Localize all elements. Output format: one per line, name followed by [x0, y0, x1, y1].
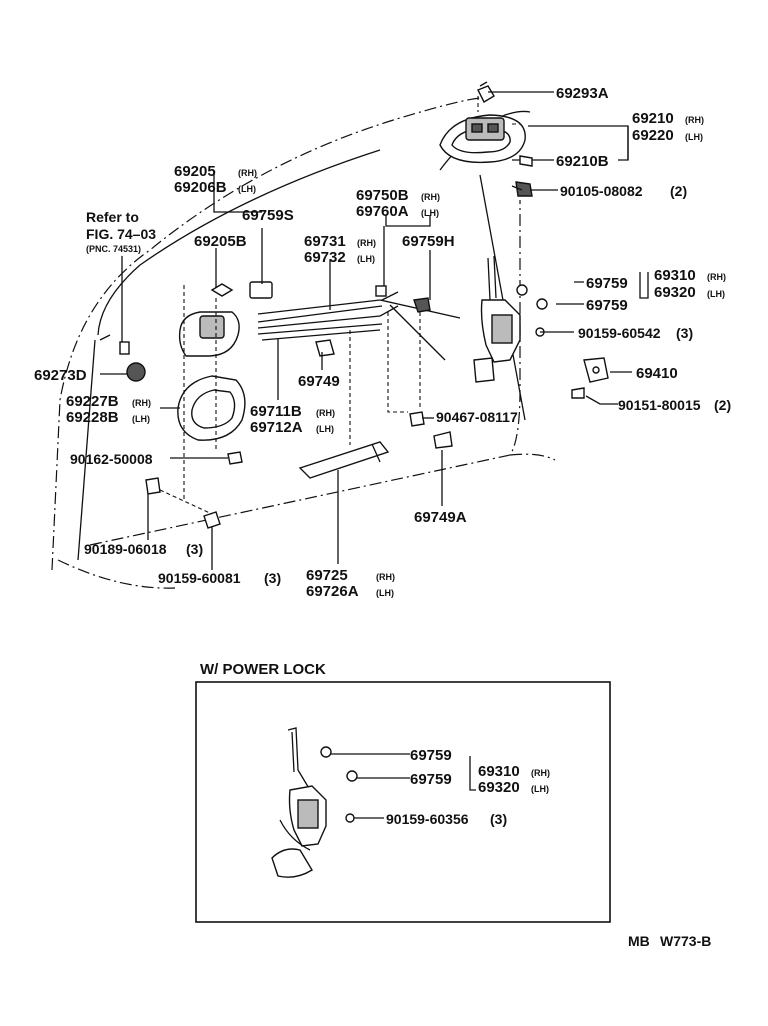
label-69759H: 69759H: [402, 233, 455, 250]
label-69759-upper: 69759: [586, 275, 628, 292]
label-90105: 90105-08082: [560, 183, 643, 199]
leader-lines: [100, 91, 649, 570]
label-69731-rh: (RH): [357, 238, 376, 248]
label-69725-rh: (RH): [376, 572, 395, 582]
label-69206B-lh: (LH): [238, 184, 256, 194]
label-69205-rh: (RH): [238, 168, 257, 178]
label-90159-60542: 90159-60542: [578, 325, 661, 341]
label-69726A: 69726A: [306, 583, 359, 600]
label-69732: 69732: [304, 249, 346, 266]
label-69227B: 69227B: [66, 393, 119, 410]
label-69712A: 69712A: [250, 419, 303, 436]
label-69310: 69310: [654, 267, 696, 284]
label-90159-60081: 90159-60081: [158, 570, 241, 586]
label-90159-60081-qty: (3): [264, 570, 281, 586]
refer-to-line1: Refer to: [86, 209, 139, 225]
label-69310-rh: (RH): [707, 272, 726, 282]
label-69210: 69210: [632, 110, 674, 127]
label-69726A-lh: (LH): [376, 588, 394, 598]
label-69759S: 69759S: [242, 207, 294, 224]
label-69732-lh: (LH): [357, 254, 375, 264]
label-69731: 69731: [304, 233, 346, 250]
label-69749: 69749: [298, 373, 340, 390]
label-69760A: 69760A: [356, 203, 409, 220]
power-lock-title: W/ POWER LOCK: [200, 661, 326, 678]
label-90159-60542-qty: (3): [676, 325, 693, 341]
label-69750B-rh: (RH): [421, 192, 440, 202]
label-69228B: 69228B: [66, 409, 119, 426]
label-90189: 90189-06018: [84, 541, 167, 557]
label-69227B-rh: (RH): [132, 398, 151, 408]
label-69320: 69320: [654, 284, 696, 301]
refer-to-line3: (PNC. 74531): [86, 244, 141, 254]
label-69712A-lh: (LH): [316, 424, 334, 434]
handle-bezel: [126, 362, 246, 441]
label-90151-qty: (2): [714, 397, 731, 413]
label-inset-69320: 69320: [478, 779, 520, 796]
label-90162: 90162-50008: [70, 451, 153, 467]
label-69759-lower: 69759: [586, 297, 628, 314]
label-inset-90159-60356: 90159-60356: [386, 811, 469, 827]
label-inset-69759-lower: 69759: [410, 771, 452, 788]
label-90467: 90467-08117: [436, 409, 518, 425]
label-inset-90159-60356-qty: (3): [490, 811, 507, 827]
label-69206B: 69206B: [174, 179, 227, 196]
label-90105-qty: (2): [670, 183, 687, 199]
label-inset-69310-rh: (RH): [531, 768, 550, 778]
label-inset-69310: 69310: [478, 763, 520, 780]
label-69725: 69725: [306, 567, 348, 584]
label-inset-69320-lh: (LH): [531, 784, 549, 794]
lock-rods: [257, 285, 461, 361]
label-69220-lh: (LH): [685, 132, 703, 142]
diagram-code-w773b: W773-B: [660, 933, 711, 949]
refer-to-line2: FIG. 74–03: [86, 226, 156, 242]
label-69711B-rh: (RH): [316, 408, 335, 418]
label-69750B: 69750B: [356, 187, 409, 204]
label-69210B: 69210B: [556, 153, 609, 170]
door-lock: [473, 255, 609, 399]
small-parts: [145, 411, 453, 529]
label-69210-rh: (RH): [685, 115, 704, 125]
label-69749A: 69749A: [414, 509, 467, 526]
label-69220: 69220: [632, 127, 674, 144]
label-90189-qty: (3): [186, 541, 203, 557]
label-69410: 69410: [636, 365, 678, 382]
label-69320-lh: (LH): [707, 289, 725, 299]
label-69760A-lh: (LH): [421, 208, 439, 218]
label-90151: 90151-80015: [618, 397, 701, 413]
label-69205B: 69205B: [194, 233, 247, 250]
label-69228B-lh: (LH): [132, 414, 150, 424]
label-69711B: 69711B: [250, 403, 302, 420]
label-69293A: 69293A: [556, 85, 609, 102]
label-69205: 69205: [174, 163, 216, 180]
diagram-code-mb: MB: [628, 933, 650, 949]
outside-handle: [439, 81, 533, 197]
power-lock-inset: [195, 681, 611, 923]
label-inset-69759-upper: 69759: [410, 747, 452, 764]
inside-handle: [119, 281, 273, 357]
label-69273D: 69273D: [34, 367, 87, 384]
